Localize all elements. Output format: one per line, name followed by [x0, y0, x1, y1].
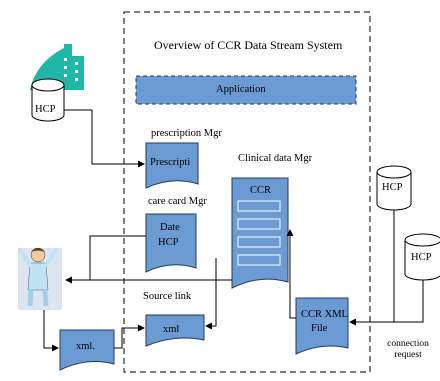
- prescription-mgr-label: prescription Mgr: [151, 128, 222, 139]
- connectors: [43, 109, 424, 352]
- xml-outer-label: xml.: [76, 341, 95, 352]
- hcp-left-label: HCP: [35, 104, 56, 115]
- diagram-title: Overview of CCR Data Stream System: [154, 38, 343, 52]
- care-card-mgr-label: care card Mgr: [148, 196, 207, 207]
- prescription-doc-label: Prescripti: [150, 157, 191, 168]
- system-boundary: [123, 11, 371, 373]
- hcp-database-left: [31, 78, 65, 122]
- connection-line1: connection: [387, 339, 429, 349]
- care-card-doc-line1: Date: [160, 222, 180, 233]
- clinical-data-mgr-label: Clinical data Mgr: [238, 153, 313, 164]
- care-card-doc-line2: HCP: [158, 237, 179, 248]
- ccr-xml-line1: CCR XML: [301, 309, 348, 320]
- ccr-xml-line2: File: [311, 323, 328, 334]
- ccr-label: CCR: [250, 185, 272, 196]
- hcp-database-right-top: [376, 165, 412, 211]
- ccr-xml-file-document: [295, 297, 349, 355]
- ccr-document: [231, 177, 289, 289]
- xml-outer-document: [59, 329, 115, 371]
- source-link-label: Source link: [143, 291, 192, 302]
- application-box: [135, 75, 357, 105]
- care-card-document: [145, 213, 197, 273]
- xml-inner-document: [145, 314, 205, 347]
- person-icon: [18, 247, 62, 310]
- prescription-document: [145, 142, 199, 189]
- connection-line2: request: [394, 349, 422, 360]
- xml-inner-label: xml: [163, 324, 180, 335]
- connection-request-label: connection request: [376, 339, 440, 361]
- hcp-right-bottom-label: HCP: [411, 252, 432, 263]
- application-label: Application: [216, 84, 266, 95]
- hcp-right-top-label: HCP: [382, 182, 403, 193]
